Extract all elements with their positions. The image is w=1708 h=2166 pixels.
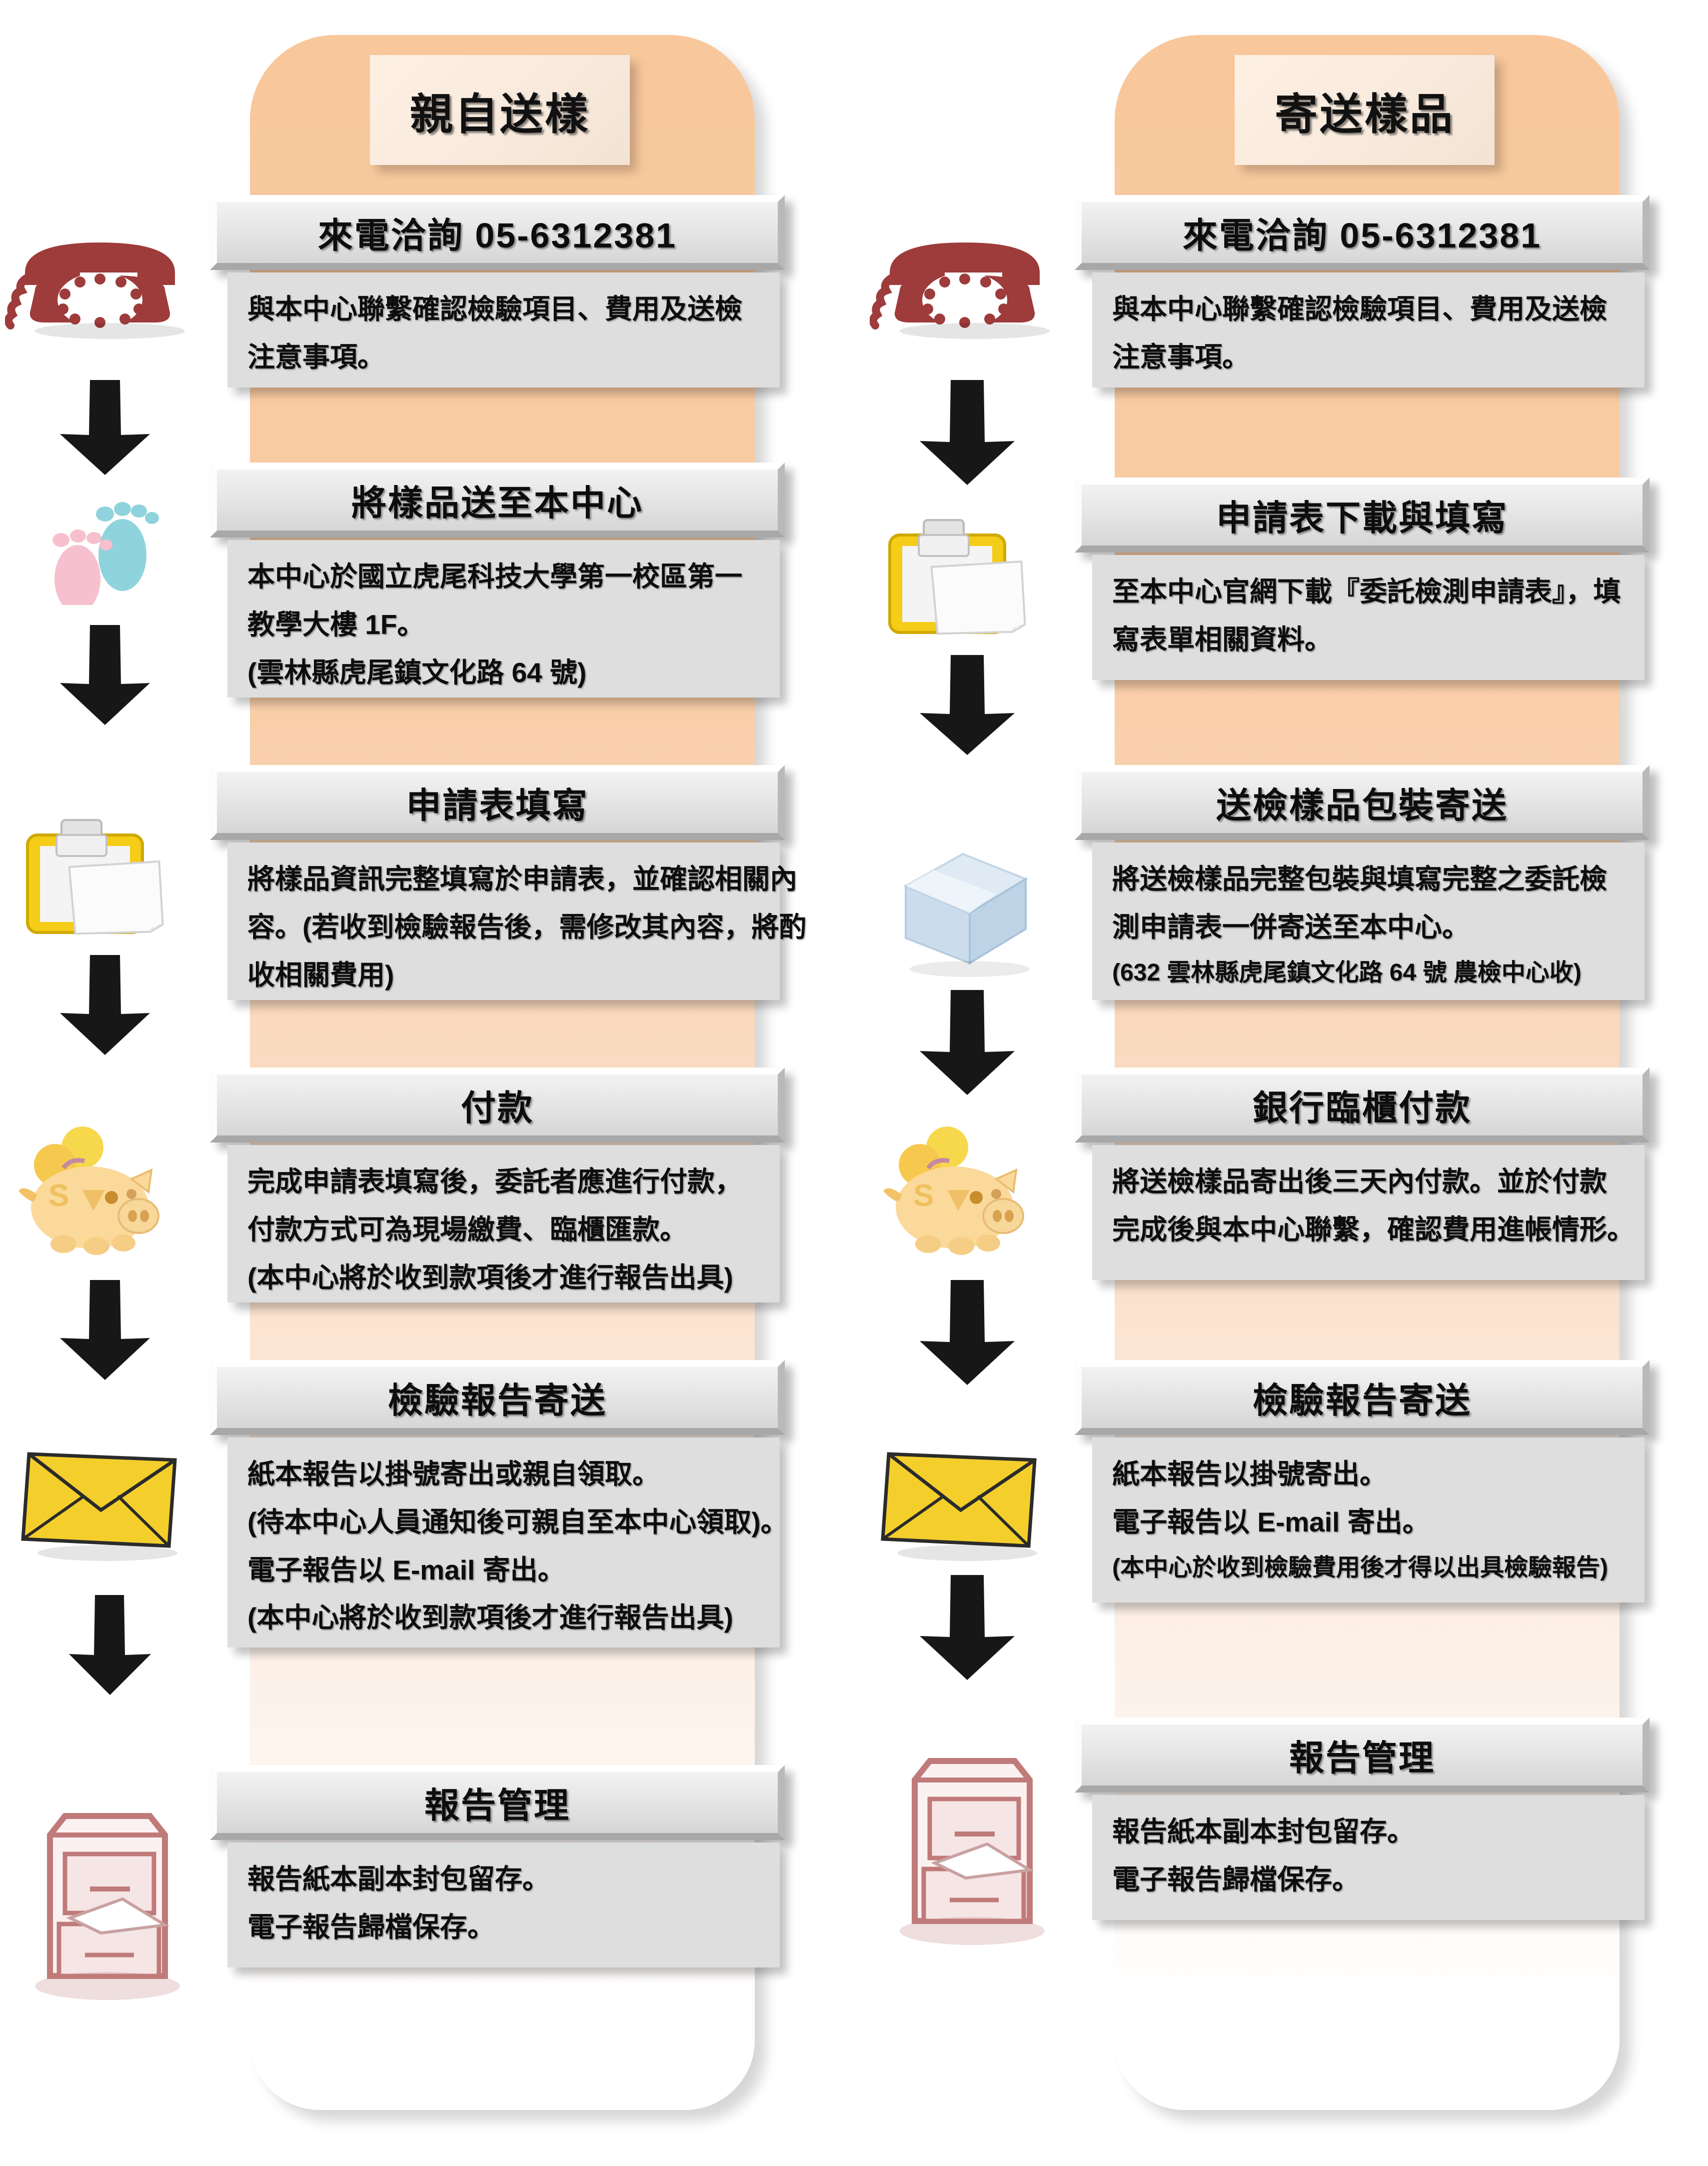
step-body-line: 電子報告歸檔保存。: [247, 1911, 495, 1942]
step-title-c2-2: 申請表下載與填寫: [1075, 478, 1650, 552]
step-body-line: 測申請表一併寄送至本中心。: [1112, 911, 1470, 942]
down-arrow-icon: [60, 1280, 150, 1380]
step-title-label: 檢驗報告寄送: [388, 1380, 607, 1420]
step-body-c1-1: 與本中心聯繫確認檢驗項目、費用及送檢 注意事項。: [227, 272, 780, 388]
step-body-line: (本中心將於收到款項後才進行報告出具): [247, 1262, 733, 1293]
down-arrow-icon: [920, 990, 1015, 1095]
step-title-c2-4: 銀行臨櫃付款: [1075, 1068, 1650, 1142]
step-title-c1-2: 將樣品送至本中心: [210, 462, 785, 538]
filing-cabinet-icon: [900, 1758, 1045, 1945]
step-title-label: 來電洽詢 05-6312381: [1182, 216, 1542, 255]
step-title-label: 報告管理: [424, 1786, 570, 1825]
step-body-line: 教學大樓 1F。: [247, 608, 425, 640]
step-body-c2-1: 與本中心聯繫確認檢驗項目、費用及送檢 注意事項。: [1092, 272, 1645, 388]
step-body-line: 完成申請表填寫後，委託者應進行付款，: [247, 1166, 743, 1197]
step-body-c1-2: 本中心於國立虎尾科技大學第一校區第一 教學大樓 1F。 (雲林縣虎尾鎮文化路 6…: [227, 540, 780, 698]
step-title-c1-1: 來電洽詢 05-6312381: [210, 195, 785, 270]
step-title-c2-3: 送檢樣品包裝寄送: [1075, 765, 1650, 840]
step-body-c1-6: 報告紙本副本封包留存。 電子報告歸檔保存。: [227, 1842, 780, 1968]
column-header-label: 寄送樣品: [1275, 90, 1455, 138]
step-body-line: 完成後與本中心聯繫，確認費用進帳情形。: [1112, 1214, 1635, 1245]
telephone-icon: [5, 242, 185, 339]
step-body-line: 本中心於國立虎尾科技大學第一校區第一: [247, 561, 743, 592]
step-body-line: 電子報告歸檔保存。: [1112, 1864, 1360, 1895]
step-body-c2-3: 將送檢樣品完整包裝與填寫完整之委託檢 測申請表一併寄送至本中心。 (632 雲林…: [1092, 842, 1645, 1000]
step-title-label: 申請表下載與填寫: [1216, 498, 1508, 538]
step-title-c2-1: 來電洽詢 05-6312381: [1075, 195, 1650, 270]
step-body-line: (雲林縣虎尾鎮文化路 64 號): [247, 656, 587, 688]
step-body-line: 寫表單相關資料。: [1112, 624, 1333, 655]
step-title-c2-5: 檢驗報告寄送: [1075, 1360, 1650, 1435]
down-arrow-icon: [920, 1280, 1015, 1385]
step-body-line: 紙本報告以掛號寄出或親自領取。: [247, 1458, 660, 1490]
step-title-label: 送檢樣品包裝寄送: [1216, 786, 1508, 825]
envelope-icon: [881, 1452, 1037, 1561]
step-body-line: 注意事項。: [247, 341, 385, 372]
down-arrow-icon: [920, 655, 1015, 755]
step-body-line: 至本中心官網下載『委託檢測申請表』，填: [1112, 576, 1621, 607]
step-title-c1-4: 付款: [210, 1068, 785, 1142]
down-arrow-icon: [920, 380, 1015, 485]
step-title-label: 報告管理: [1289, 1738, 1435, 1778]
step-body-line: 與本中心聯繫確認檢驗項目、費用及送檢: [247, 294, 743, 324]
step-body-line: 報告紙本副本封包留存。: [247, 1864, 550, 1894]
step-title-label: 申請表填寫: [406, 786, 589, 825]
step-body-line: (本中心將於收到款項後才進行報告出具): [247, 1602, 733, 1634]
step-title-c1-6: 報告管理: [210, 1765, 785, 1840]
step-body-line: 注意事項。: [1112, 341, 1250, 372]
telephone-icon: [870, 242, 1050, 339]
column-header-in-person: 親自送樣: [370, 55, 630, 165]
step-body-line: 電子報告以 E-mail 寄出。: [1112, 1506, 1430, 1538]
step-body-line: 將樣品資訊完整填寫於申請表，並確認相關內: [247, 864, 798, 894]
step-title-c1-3: 申請表填寫: [210, 765, 785, 840]
down-arrow-icon: [69, 1595, 151, 1695]
step-body-c1-4: 完成申請表填寫後，委託者應進行付款， 付款方式可為現場繳費、臨櫃匯款。 (本中心…: [227, 1145, 780, 1302]
svg-text:S: S: [913, 1178, 934, 1213]
step-body-line: (本中心於收到檢驗費用後才得以出具檢驗報告): [1112, 1554, 1608, 1581]
step-body-c2-6: 報告紙本副本封包留存。 電子報告歸檔保存。: [1092, 1795, 1645, 1920]
step-body-line: 與本中心聯繫確認檢驗項目、費用及送檢: [1112, 294, 1608, 324]
down-arrow-icon: [920, 1575, 1015, 1680]
down-arrow-icon: [60, 955, 150, 1055]
step-body-line: 付款方式可為現場繳費、臨櫃匯款。: [247, 1214, 688, 1245]
svg-text:S: S: [48, 1178, 69, 1213]
package-box-icon: [903, 852, 1030, 977]
down-arrow-icon: [60, 625, 150, 725]
column-header-mail-in: 寄送樣品: [1235, 55, 1495, 165]
step-body-line: 將送檢樣品寄出後三天內付款。並於付款: [1112, 1166, 1608, 1197]
step-body-line: 紙本報告以掛號寄出。: [1112, 1458, 1388, 1490]
piggy-bank-icon: S: [883, 1126, 1024, 1255]
step-body-c2-4: 將送檢樣品寄出後三天內付款。並於付款 完成後與本中心聯繫，確認費用進帳情形。: [1092, 1145, 1645, 1280]
clipboard-icon: [888, 519, 1026, 635]
step-body-c1-3: 將樣品資訊完整填寫於申請表，並確認相關內 容。(若收到檢驗報告後，需修改其內容，…: [227, 842, 807, 1000]
step-body-c2-5: 紙本報告以掛號寄出。 電子報告以 E-mail 寄出。 (本中心於收到檢驗費用後…: [1092, 1438, 1645, 1602]
step-body-line: 將送檢樣品完整包裝與填寫完整之委託檢: [1112, 864, 1608, 894]
filing-cabinet-icon: [35, 1813, 180, 2000]
step-title-label: 銀行臨櫃付款: [1253, 1088, 1472, 1128]
step-title-label: 將樣品送至本中心: [351, 483, 643, 522]
down-arrow-icon: [60, 380, 150, 475]
step-body-line: 報告紙本副本封包留存。: [1112, 1816, 1415, 1847]
step-body-c1-5: 紙本報告以掛號寄出或親自領取。 (待本中心人員通知後可親自至本中心領取)。 電子…: [227, 1438, 788, 1648]
step-body-c2-2: 至本中心官網下載『委託檢測申請表』，填 寫表單相關資料。: [1092, 555, 1645, 680]
step-title-label: 付款: [461, 1088, 534, 1128]
step-body-line: (待本中心人員通知後可親自至本中心領取)。: [247, 1506, 788, 1538]
column-header-label: 親自送樣: [410, 90, 590, 138]
step-body-line: (632 雲林縣虎尾鎮文化路 64 號 農檢中心收): [1112, 959, 1582, 986]
step-body-line: 電子報告以 E-mail 寄出。: [247, 1554, 565, 1586]
clipboard-icon: [26, 819, 164, 935]
step-title-c1-5: 檢驗報告寄送: [210, 1360, 785, 1435]
step-title-c2-6: 報告管理: [1075, 1718, 1650, 1792]
piggy-bank-icon: S: [18, 1126, 159, 1255]
step-body-line: 容。(若收到檢驗報告後，需修改其內容，將酌: [247, 911, 807, 942]
envelope-icon: [21, 1452, 177, 1561]
step-title-label: 來電洽詢 05-6312381: [317, 216, 677, 255]
step-title-label: 檢驗報告寄送: [1253, 1380, 1472, 1420]
footprints-icon: [52, 502, 159, 605]
step-body-line: 收相關費用): [247, 959, 394, 990]
